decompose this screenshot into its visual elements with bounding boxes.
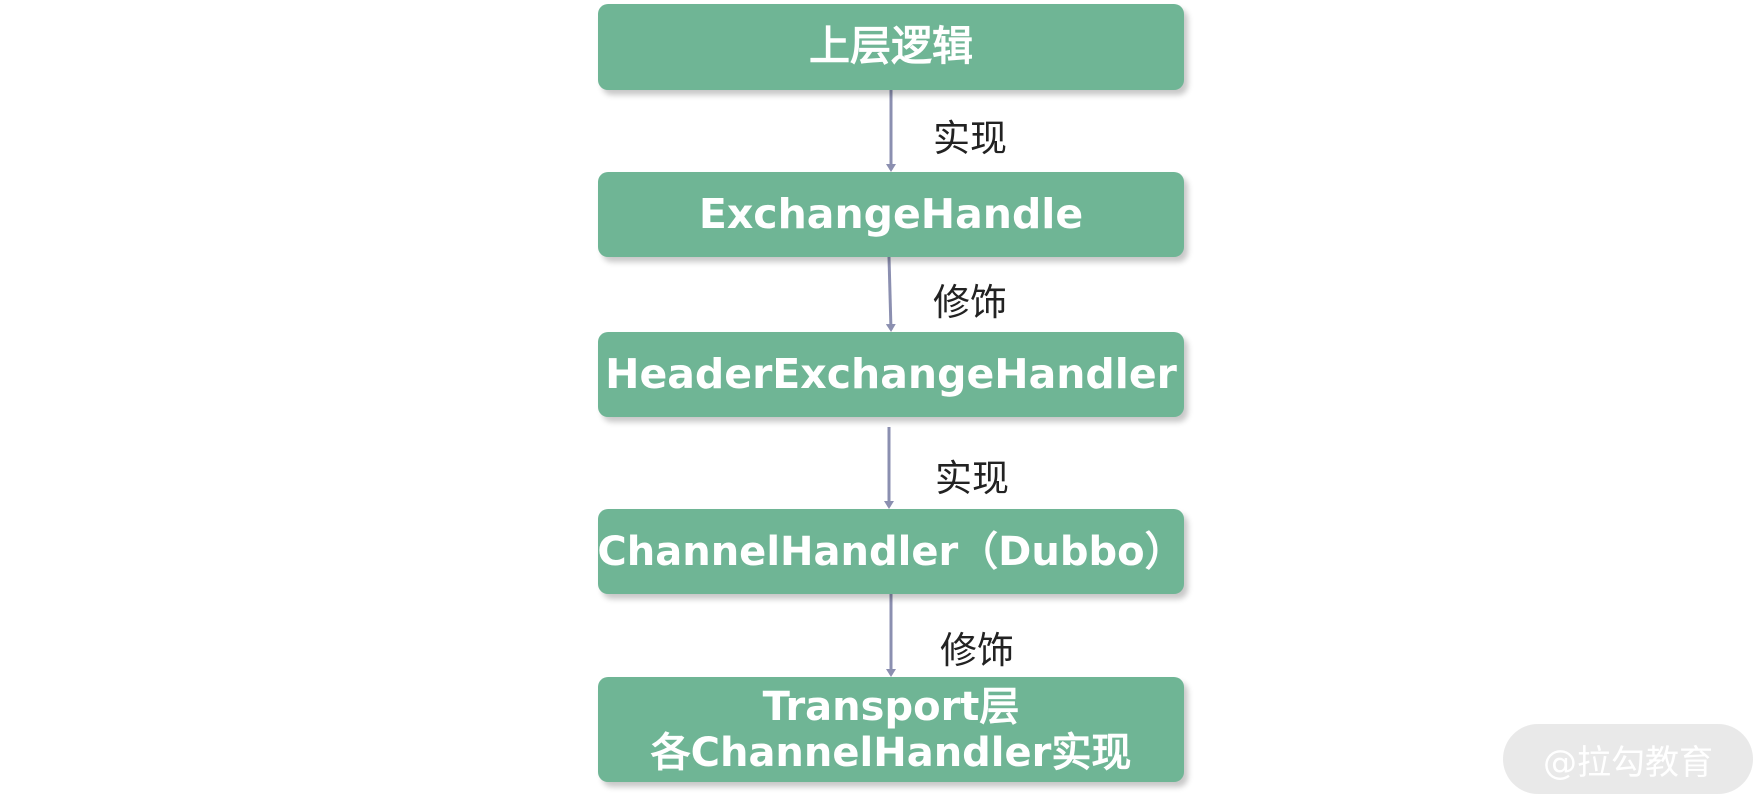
- node-exchange-handle-label: ExchangeHandle: [698, 189, 1084, 238]
- node-channel-handler-dubbo-label: ChannelHandler（Dubbo）: [597, 528, 1185, 575]
- edge-label-implements-1: 实现: [933, 117, 1007, 160]
- edge-label-decorates-2: 修饰: [940, 629, 1014, 672]
- node-exchange-handle: ExchangeHandle: [598, 172, 1184, 257]
- node-transport-layer-line2: 各ChannelHandler实现: [650, 729, 1132, 776]
- arrow-2: [885, 256, 896, 332]
- watermark-badge: @拉勾教育: [1503, 724, 1753, 794]
- watermark-text: @拉勾教育: [1543, 742, 1713, 783]
- node-transport-layer-line1: Transport层: [762, 683, 1020, 730]
- node-header-exchange-handler: HeaderExchangeHandler: [598, 332, 1184, 417]
- edge-label-decorates-1: 修饰: [933, 281, 1007, 324]
- node-upper-logic: 上层逻辑: [598, 4, 1184, 90]
- node-upper-logic-label: 上层逻辑: [809, 22, 973, 71]
- node-transport-layer: Transport层 各ChannelHandler实现: [598, 677, 1184, 782]
- edge-label-implements-2: 实现: [935, 457, 1009, 500]
- node-header-exchange-handler-label: HeaderExchangeHandler: [605, 349, 1177, 398]
- node-channel-handler-dubbo: ChannelHandler（Dubbo）: [597, 509, 1185, 594]
